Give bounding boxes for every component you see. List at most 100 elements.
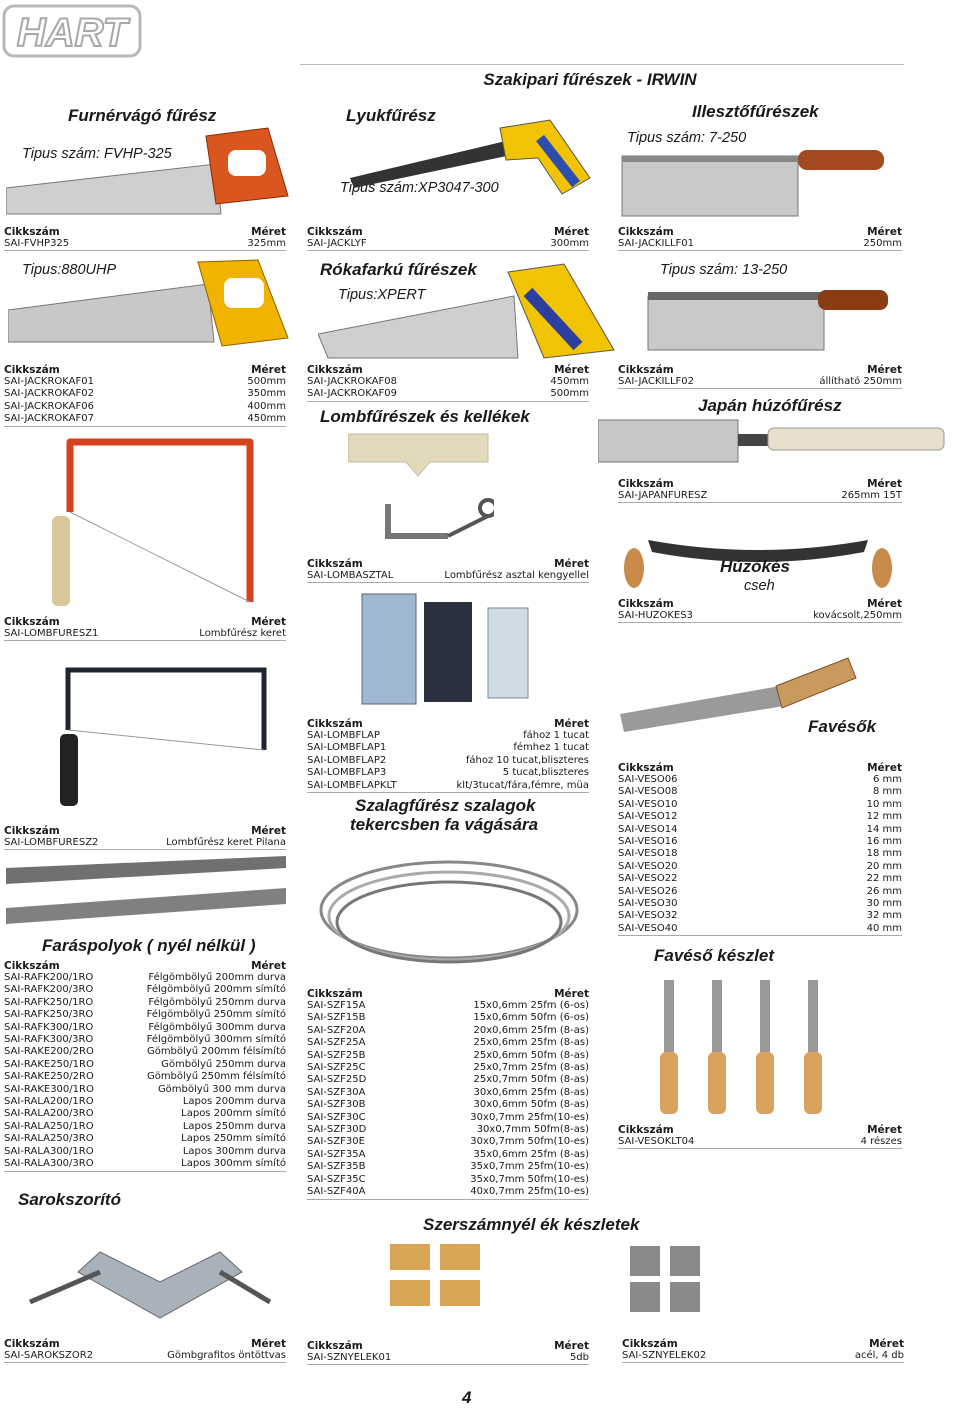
fretsaw-frame-pilana-image [38,660,278,810]
section-title-sarokszorito: Sarokszorító [18,1190,121,1209]
adjustable-saw-image [628,280,898,358]
japanese-saw-image [598,410,948,470]
type-880uhp: Tipus:880UHP [22,262,117,278]
hand-saw-880uhp-image [8,258,293,354]
type-xp3047: Tipus szám:XP3047-300 [340,180,499,196]
corner-clamp-image [10,1212,280,1332]
page-number: 4 [462,1388,472,1407]
section-title-faraspolyok: Faráspolyok ( nyél nélkül ) [42,936,256,955]
saw-table-image [348,432,494,552]
xpert-saw-image [318,262,618,362]
section-title-lombfureszek: Lombfűrészek és kellékek [320,407,530,426]
section-title-favesok: Favésők [808,717,877,736]
wedge-sets-image [380,1236,780,1316]
col-code: Cikkszám [4,226,60,238]
section-title-faveso-keszlet: Favéső készlet [654,946,775,965]
fretsaw-frame-image [40,432,270,612]
chisel-image [620,656,860,756]
section-title-japan: Japán húzófűrész [698,396,842,415]
type-7-250: Tipus szám: 7-250 [627,130,747,146]
section-title-szalag-2: tekercsben fa vágására [350,815,539,834]
drawknife-image [618,520,898,590]
tenon-saw-image [620,140,890,220]
bandsaw-coils-image [314,850,584,980]
chisel-set-image [650,970,850,1118]
section-title-szalag: Szalagfűrész szalagok [355,796,536,815]
section-title-huzokes: Húzókés [720,557,790,576]
section-title-szerszamnyel: Szerszámnyél ék készletek [423,1215,640,1234]
rasp-image [6,850,291,930]
veneer-saw-image [6,126,296,220]
hart-logo: HART [2,2,142,60]
